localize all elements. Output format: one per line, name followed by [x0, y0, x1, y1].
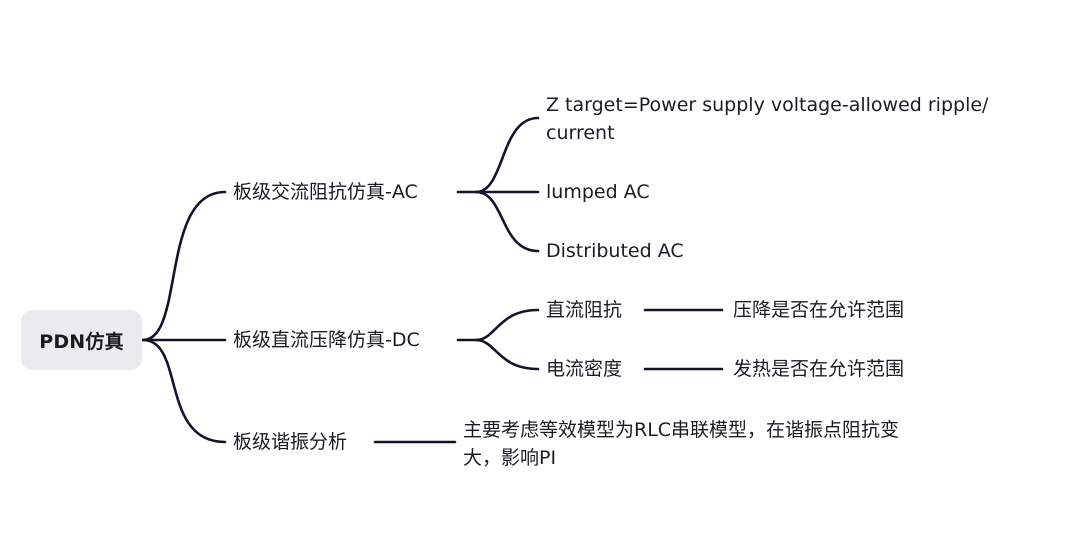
detail-node-heating[interactable]: 发热是否在允许范围 — [733, 358, 905, 380]
connector-dc-to-resistance — [474, 308, 540, 342]
root-node[interactable]: PDN仿真 — [21, 310, 142, 370]
detail-node-voltage-drop[interactable]: 压降是否在允许范围 — [733, 299, 905, 321]
connector-ac-to-distributed — [474, 190, 540, 253]
detail-node-resonance[interactable]: 主要考虑等效模型为RLC串联模型，在谐振点阻抗变大，影响PI — [463, 419, 900, 469]
branch-node-dc[interactable]: 板级直流压降仿真-DC — [233, 329, 420, 351]
leaf-node-current-density[interactable]: 电流密度 — [546, 358, 623, 380]
connector-root-to-branch-ac — [141, 190, 227, 342]
leaf-node-lumped-ac[interactable]: lumped AC — [546, 181, 650, 203]
connector-dc-to-current-density — [474, 338, 540, 371]
leaf-node-dc-resistance[interactable]: 直流阻抗 — [546, 299, 623, 321]
connector-ac-to-ztarget — [474, 116, 540, 194]
leaf-node-z-target[interactable]: Z target=Power supply voltage-allowed ri… — [546, 94, 989, 144]
leaf-node-distributed-ac[interactable]: Distributed AC — [546, 240, 684, 262]
connector-root-to-branch-resonance — [141, 338, 227, 444]
branch-node-ac[interactable]: 板级交流阻抗仿真-AC — [233, 181, 418, 203]
branch-node-resonance[interactable]: 板级谐振分析 — [233, 431, 348, 453]
